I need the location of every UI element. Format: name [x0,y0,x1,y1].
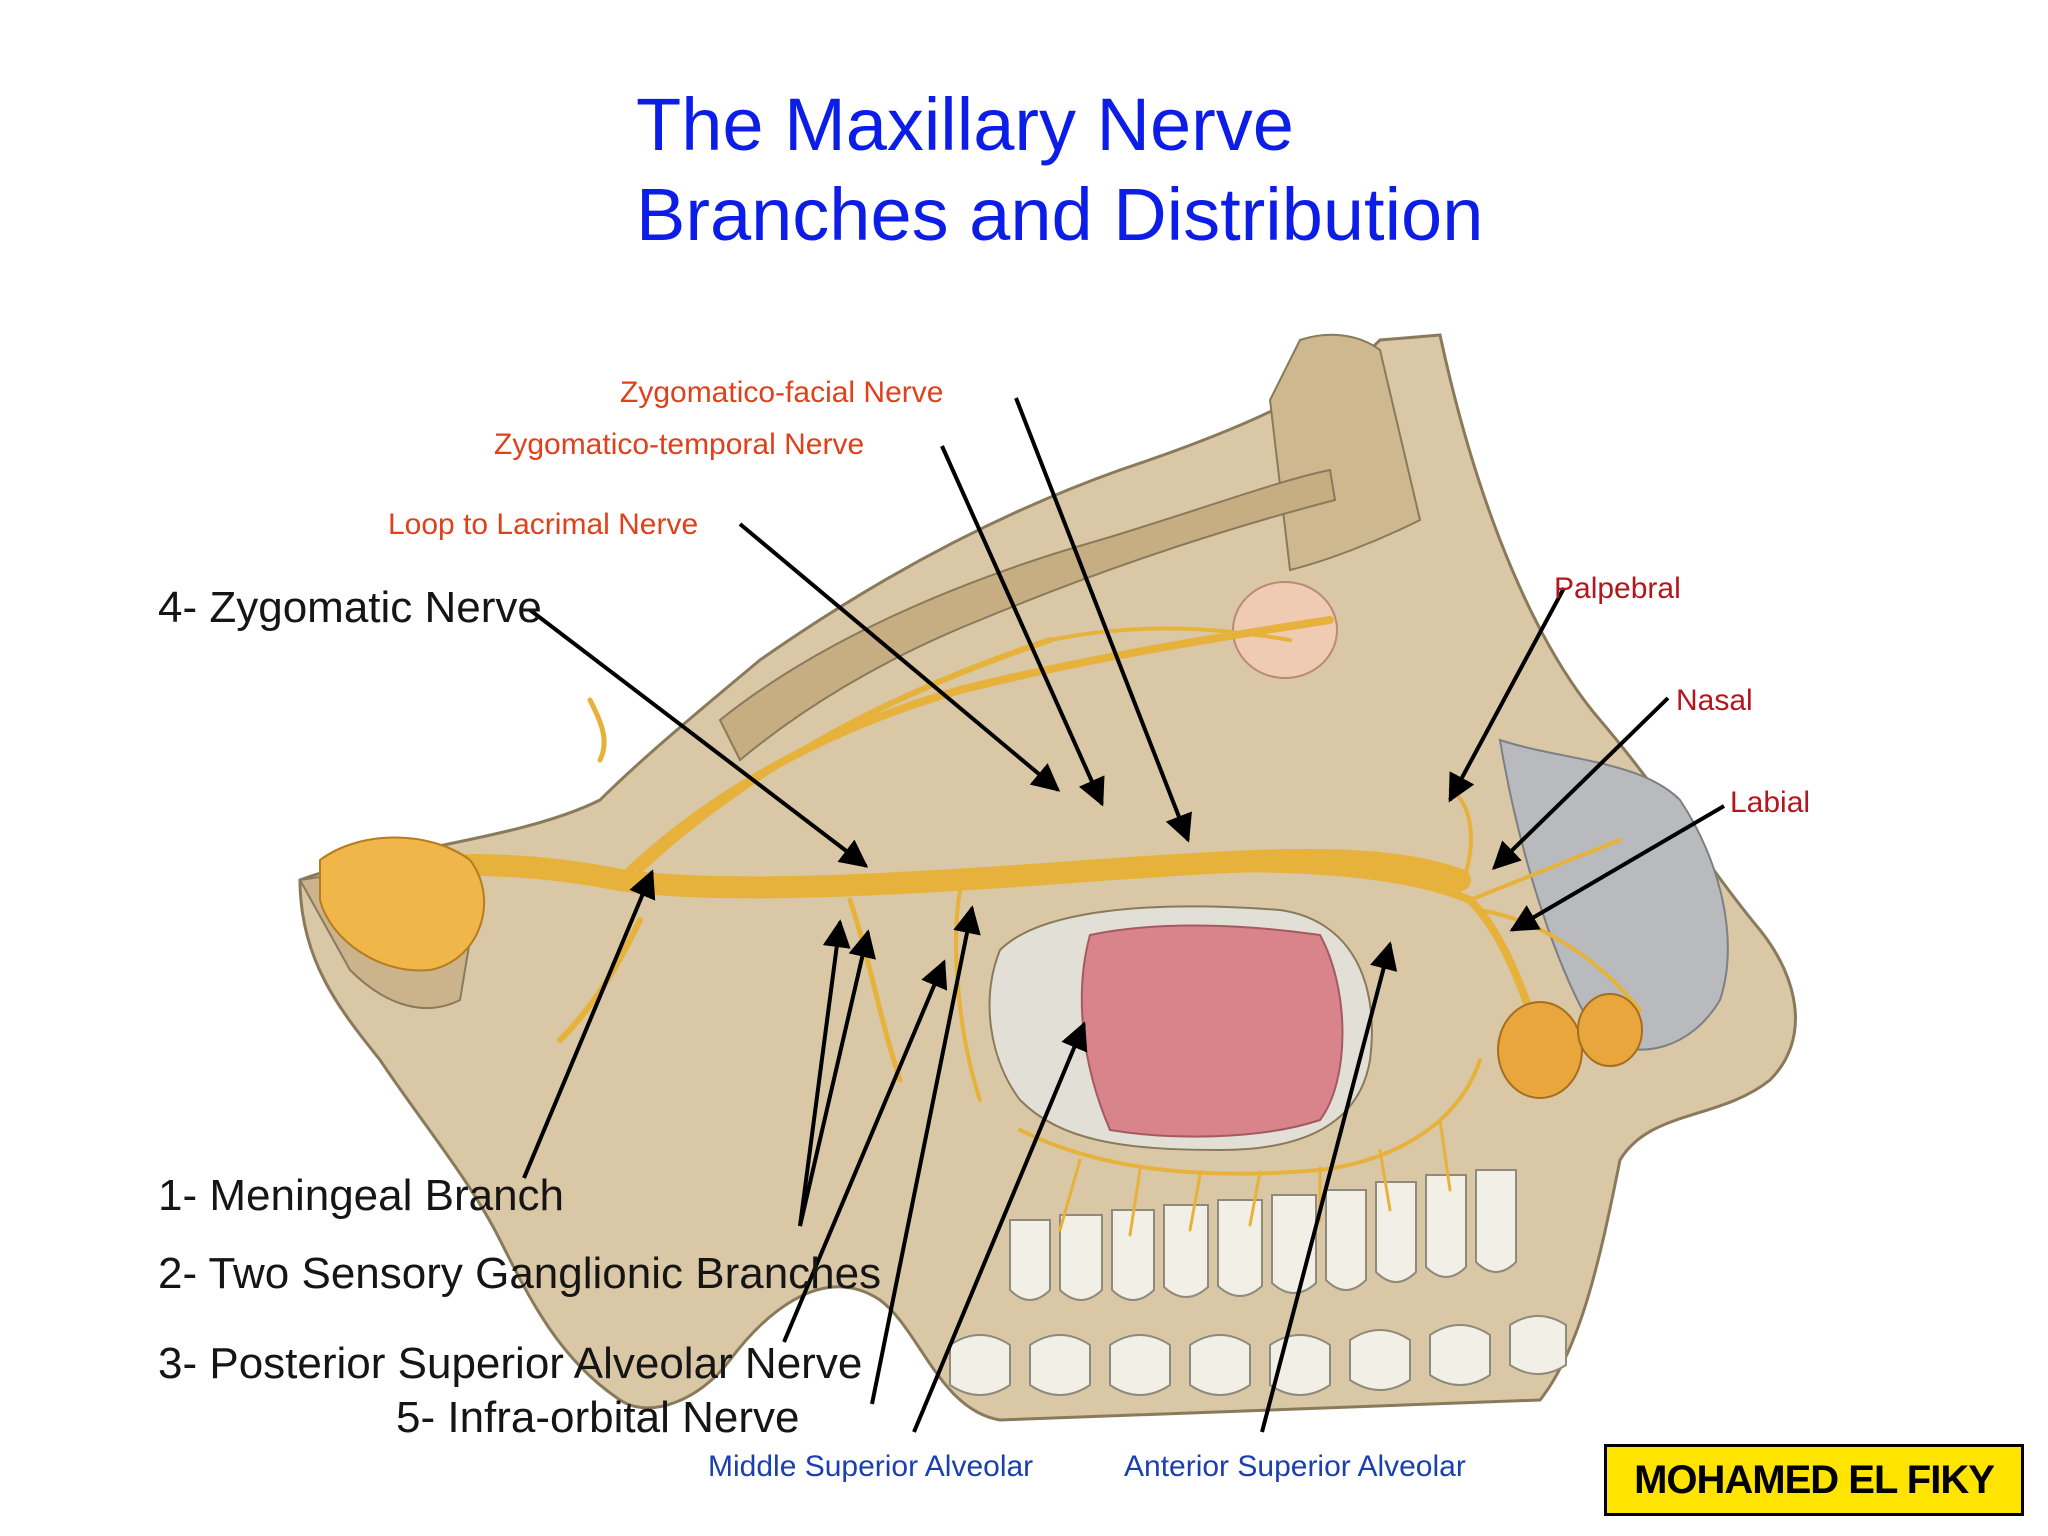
arrow-posterior-alveolar [782,959,948,1343]
teeth [949,1169,1567,1396]
label-palpebral: Palpebral [1554,572,1681,605]
maxillary-sinus [988,905,1373,1152]
label-anterior-superior-alveolar: Anterior Superior Alveolar [1124,1450,1466,1483]
arrow-middle-alveolar [912,1021,1088,1433]
arrow-nasal [1491,696,1670,870]
arrow-palpebral [1448,587,1566,803]
label-loop-to-lacrimal-nerve: Loop to Lacrimal Nerve [388,508,699,541]
nasal-ganglion [1497,993,1643,1099]
arrow-ganglionic-2 [798,929,876,1227]
arrow-labial [1509,804,1726,932]
title-line-2: Branches and Distribution [636,173,1484,256]
arrow-zygomatico-temporal [940,445,1105,807]
label-posterior-superior-alveolar-nerve: 3- Posterior Superior Alveolar Nerve [158,1339,863,1388]
arrow-ganglionic-1 [798,919,851,1227]
label-meningeal-branch: 1- Meningeal Branch [158,1171,565,1220]
label-zygomatico-temporal-nerve: Zygomatico-temporal Nerve [494,428,865,461]
label-arrows [522,397,1726,1433]
arrow-zygomatic-nerve [528,608,869,868]
label-middle-superior-alveolar: Middle Superior Alveolar [708,1450,1034,1483]
label-infra-orbital-nerve: 5- Infra-orbital Nerve [396,1393,800,1442]
label-zygomatic-nerve: 4- Zygomatic Nerve [158,583,542,632]
arrow-loop-lacrimal [738,522,1061,792]
arrow-infra-orbital [870,905,981,1405]
label-zygomatico-facial-nerve: Zygomatico-facial Nerve [620,376,944,409]
arrow-anterior-alveolar [1260,941,1398,1433]
arrow-meningeal [522,869,656,1179]
label-sensory-ganglionic-branches: 2- Two Sensory Ganglionic Branches [158,1249,882,1298]
title-line-1: The Maxillary Nerve [636,83,1294,166]
arrow-zygomatico-facial [1014,397,1192,843]
nerve-trunks [319,616,1642,1237]
label-nasal: Nasal [1676,684,1753,717]
author-watermark-badge: MOHAMED EL FIKY [1604,1444,2024,1516]
trigeminal-ganglion [319,836,486,972]
label-labial: Labial [1730,786,1811,819]
